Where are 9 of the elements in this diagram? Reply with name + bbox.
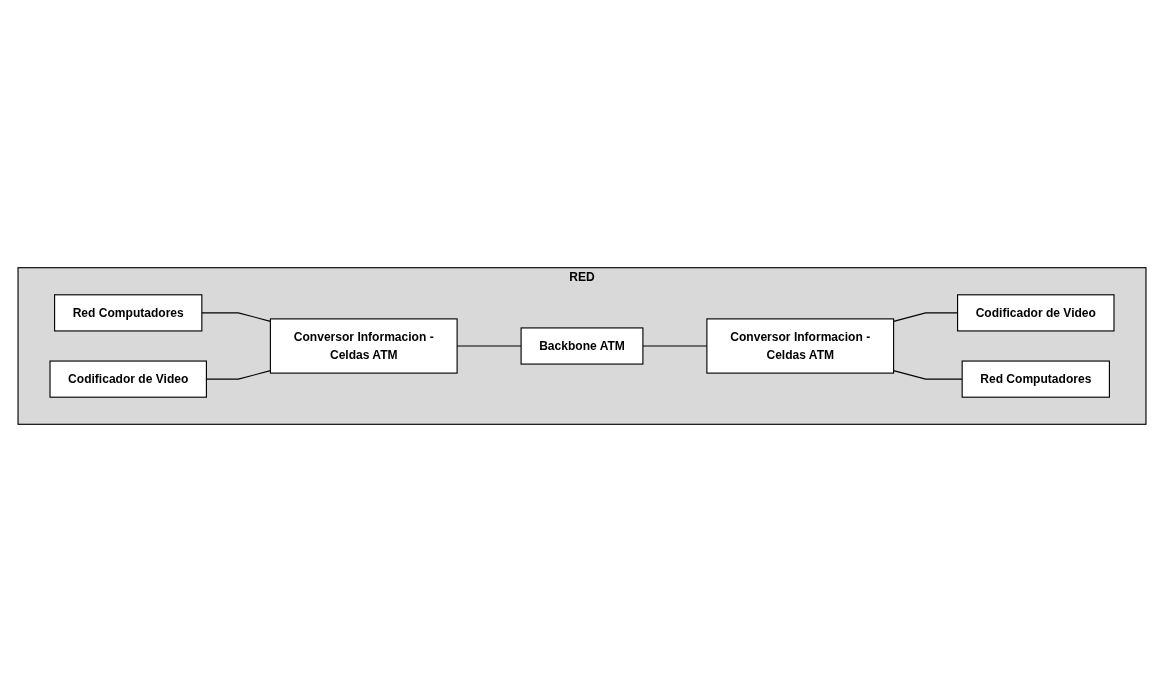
node-box: Red Computadores <box>961 360 1110 398</box>
node-box: Conversor Informacion -Celdas ATM <box>269 318 458 374</box>
node-box: Red Computadores <box>54 294 203 332</box>
node-box: Conversor Informacion -Celdas ATM <box>706 318 895 374</box>
connector <box>201 312 271 322</box>
connector <box>893 370 963 380</box>
node-box: Codificador de Video <box>49 360 207 398</box>
node-box: Backbone ATM <box>520 327 644 365</box>
node-box: Codificador de Video <box>957 294 1115 332</box>
